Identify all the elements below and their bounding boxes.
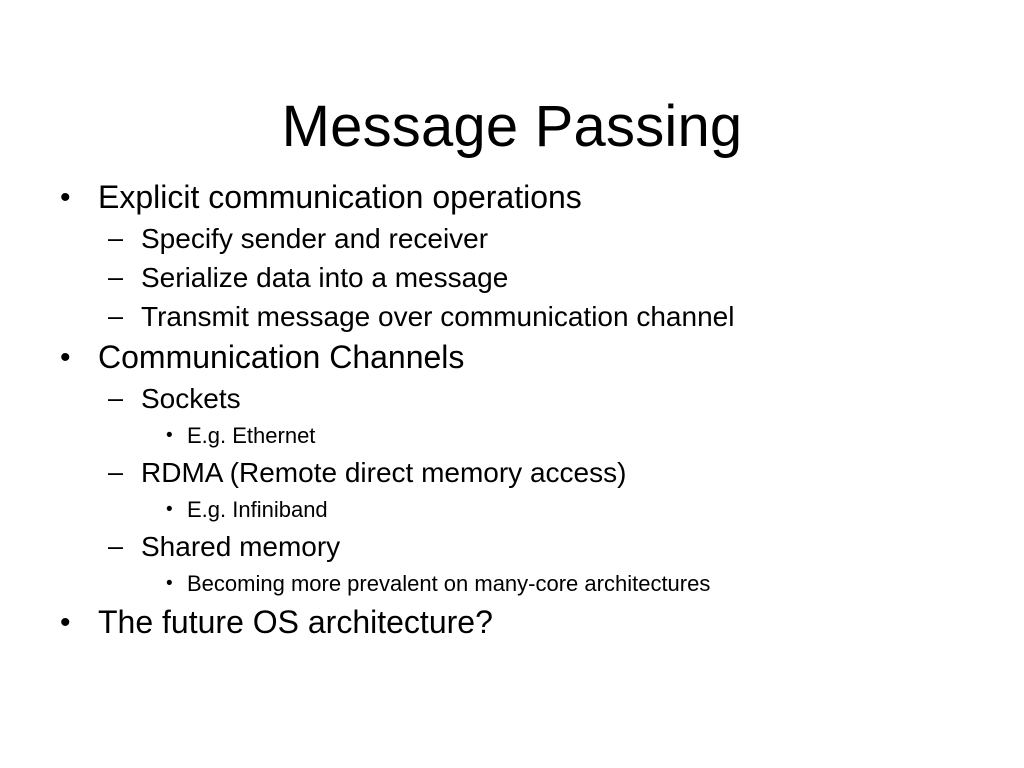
bullet-item-level-2: –RDMA (Remote direct memory access)	[0, 453, 1024, 492]
bullet-text: RDMA (Remote direct memory access)	[141, 457, 627, 488]
bullet-text: Sockets	[141, 383, 241, 414]
dash-marker-icon: –	[108, 457, 124, 487]
dash-marker-icon: –	[108, 301, 124, 331]
bullet-item-level-2: –Specify sender and receiver	[0, 219, 1024, 258]
dash-marker-icon: –	[108, 531, 124, 561]
bullet-item-level-2: –Serialize data into a message	[0, 258, 1024, 297]
bullet-item-level-3: • Becoming more prevalent on many-core ar…	[0, 566, 1024, 601]
bullet-item-level-1: • Explicit communication operations	[0, 176, 1024, 219]
bullet-item-level-2: –Sockets	[0, 379, 1024, 418]
bullet-text: Becoming more prevalent on many-core arc…	[187, 571, 711, 596]
dot-marker-icon: •	[60, 341, 71, 374]
bullet-text: Communication Channels	[98, 339, 465, 375]
dash-marker-icon: –	[108, 383, 124, 413]
bullet-text: Transmit message over communication chan…	[141, 301, 735, 332]
bullet-item-level-2: –Transmit message over communication cha…	[0, 297, 1024, 336]
slide-body-content: •Explicit communication operations–Speci…	[0, 176, 1024, 644]
dot-marker-icon: •	[60, 606, 71, 639]
bullet-item-level-2: –Shared memory	[0, 527, 1024, 566]
bullet-text: E.g. Ethernet	[187, 423, 316, 448]
slide-title: Message Passing	[281, 93, 743, 159]
bullet-text: The future OS architecture?	[98, 604, 493, 640]
bullet-item-level-1: • The future OS architecture?	[0, 601, 1024, 644]
bullet-text: E.g. Infiniband	[187, 497, 328, 522]
dot-marker-icon: •	[166, 499, 173, 520]
dash-marker-icon: –	[108, 223, 124, 253]
bullet-text: Shared memory	[141, 531, 341, 562]
bullet-text: Serialize data into a message	[141, 262, 509, 293]
bullet-text: Explicit communication operations	[98, 179, 582, 215]
dot-marker-icon: •	[60, 181, 71, 214]
dot-marker-icon: •	[166, 425, 173, 446]
bullet-item-level-3: • E.g. Infiniband	[0, 492, 1024, 527]
bullet-text: Specify sender and receiver	[141, 223, 489, 254]
dot-marker-icon: •	[166, 573, 173, 594]
bullet-item-level-3: • E.g. Ethernet	[0, 418, 1024, 453]
bullet-item-level-1: • Communication Channels	[0, 336, 1024, 379]
dash-marker-icon: –	[108, 262, 124, 292]
